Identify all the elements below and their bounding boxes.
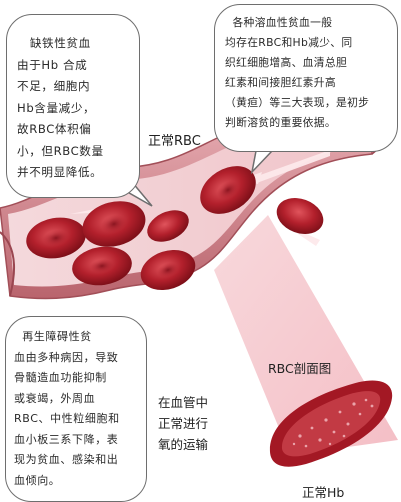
iron-deficiency-text: 缺铁性贫血 由于Hb 合成 不足，细胞内 Hb含量减少， 故RBC体积偏 小，但… (17, 36, 104, 179)
rbc-6 (147, 210, 189, 242)
red-blood-cells (26, 117, 360, 291)
normal-rbc-label: 正常RBC (148, 134, 201, 149)
rbc-cross-section (269, 380, 393, 467)
iron-deficiency-callout: 缺铁性贫血 由于Hb 合成 不足，细胞内 Hb含量减少， 故RBC体积偏 小，但… (6, 14, 140, 198)
normal-hb-label: 正常Hb (302, 485, 345, 500)
pointer-hemo (250, 150, 273, 175)
aplastic-text: 再生障碍性贫 血由多种病因，导致 骨髓造血功能抑制 或衰竭，外周血 RBC、中性… (14, 330, 120, 487)
rbc-7 (276, 198, 324, 234)
aplastic-callout: 再生障碍性贫 血由多种病因，导致 骨髓造血功能抑制 或衰竭，外周血 RBC、中性… (5, 316, 147, 502)
hemolytic-callout: 各种溶血性贫血一般 均存在RBC和Hb减少、同 织红细胞增高、血清总胆 红素和间… (214, 4, 398, 152)
hemolytic-text: 各种溶血性贫血一般 均存在RBC和Hb减少、同 织红细胞增高、血清总胆 红素和间… (225, 16, 370, 129)
oxygen-transport-label: 在血管中 正常进行 氧的运输 (158, 395, 209, 452)
cross-section-label: RBC剖面图 (268, 361, 332, 376)
